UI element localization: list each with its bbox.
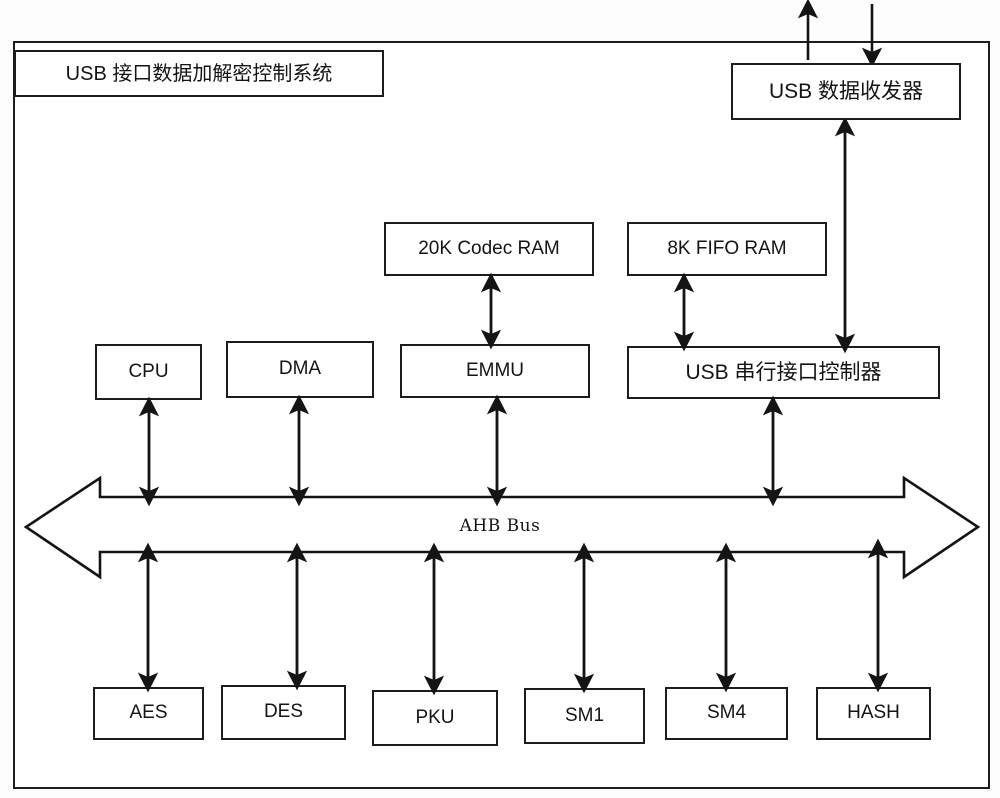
dma-block[interactable]: DMA: [226, 341, 374, 398]
emmu-block[interactable]: EMMU: [400, 344, 590, 398]
fifo-ram-block[interactable]: 8K FIFO RAM: [627, 222, 827, 276]
cpu-block[interactable]: CPU: [95, 344, 202, 400]
pku-label: PKU: [415, 706, 455, 728]
hash-label: HASH: [847, 702, 900, 724]
dma-label: DMA: [278, 358, 322, 380]
codec-ram-block[interactable]: 20K Codec RAM: [384, 222, 594, 276]
usb-transceiver-block[interactable]: USB 数据收发器: [731, 63, 961, 120]
sm4-label: SM4: [706, 702, 747, 724]
usb-serial-interface-controller-label: USB 串行接口控制器: [685, 360, 882, 384]
des-label: DES: [263, 701, 304, 723]
sm1-block[interactable]: SM1: [524, 688, 645, 744]
system-boundary-frame: [13, 41, 990, 789]
emmu-label: EMMU: [465, 359, 525, 381]
codec-ram-label: 20K Codec RAM: [418, 237, 560, 259]
system-title-box: USB 接口数据加解密控制系统: [14, 50, 384, 97]
hash-block[interactable]: HASH: [816, 687, 931, 740]
system-title-text: USB 接口数据加解密控制系统: [65, 62, 333, 85]
usb-serial-interface-controller-block[interactable]: USB 串行接口控制器: [627, 346, 940, 399]
aes-label: AES: [129, 702, 168, 724]
ahb-bus-label: AHB Bus: [459, 516, 541, 536]
cpu-label: CPU: [128, 360, 169, 382]
fifo-ram-label: 8K FIFO RAM: [667, 237, 787, 259]
usb-transceiver-label: USB 数据收发器: [768, 79, 923, 103]
sm1-label: SM1: [564, 704, 605, 726]
des-block[interactable]: DES: [221, 685, 346, 740]
sm4-block[interactable]: SM4: [665, 687, 788, 740]
ahb-bus-shape: [23, 475, 981, 580]
aes-block[interactable]: AES: [93, 687, 204, 740]
pku-block[interactable]: PKU: [372, 690, 498, 746]
